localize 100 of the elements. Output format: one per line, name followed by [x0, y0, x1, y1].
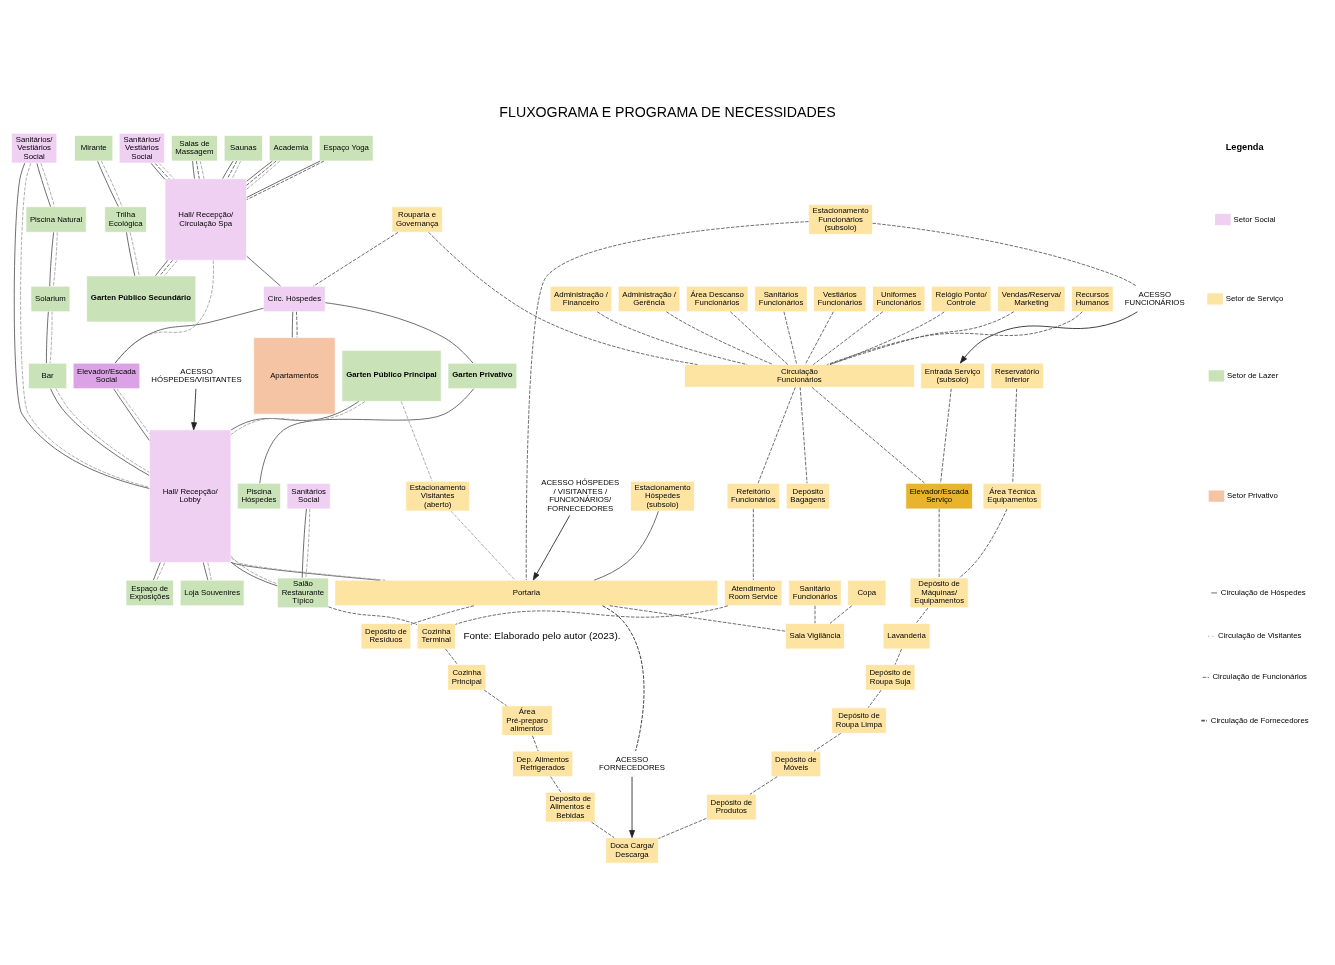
connector	[455, 604, 729, 625]
connector	[49, 310, 53, 363]
connector	[328, 605, 418, 625]
node-box: Circ. Hóspedes	[263, 285, 326, 312]
legend-label: Circulação de Fornecedores	[1210, 715, 1309, 725]
connector	[154, 162, 170, 179]
connector	[126, 231, 136, 276]
connector	[222, 160, 234, 179]
node-box: Piscina Natural	[25, 205, 87, 233]
connector	[230, 400, 360, 430]
node-box: Espaço Yoga	[318, 134, 374, 161]
node-box: Cozinha Principal	[447, 663, 487, 690]
legend-label: Setor de Lazer	[1227, 370, 1279, 380]
diagram-title: FLUXOGRAMA E PROGRAMA DE NECESSIDADES	[499, 103, 836, 120]
node-box: Depósito de Roupa Limpa	[831, 707, 887, 734]
connector	[894, 648, 902, 665]
connector	[199, 160, 205, 179]
connector	[52, 231, 58, 287]
node-box: Estacionamento Visitantes (aberto)	[405, 480, 470, 511]
node-box: Sala Vigilância	[785, 622, 845, 649]
connector	[129, 231, 140, 276]
node-box: Piscina Hóspedes	[236, 482, 281, 509]
connector	[550, 775, 562, 793]
connector	[227, 160, 238, 179]
node-box: Depósito de Móveis	[770, 750, 822, 777]
connector	[202, 561, 209, 580]
connector	[155, 259, 169, 276]
connector	[658, 817, 707, 839]
node-box: Depósito de Produtos	[706, 793, 757, 820]
connector	[591, 821, 615, 838]
arrow	[959, 310, 1138, 363]
node-box: Garten Público Secundário	[86, 275, 197, 322]
connector	[246, 255, 281, 286]
connector	[207, 561, 212, 580]
node-box: Salão Restaurante Típico	[277, 577, 329, 608]
connector	[410, 604, 475, 625]
node-box: Lavanderia	[882, 622, 931, 649]
node-box: Garten Público Principal	[341, 349, 442, 402]
node-box: Área Pré-preparo alimentos	[501, 704, 553, 736]
legend-label: Circulação de Visitantes	[1217, 630, 1302, 640]
connector	[867, 689, 882, 708]
connector	[40, 162, 55, 207]
legend-label: Setor Social	[1233, 214, 1276, 223]
connector	[872, 222, 1138, 287]
connector	[36, 162, 52, 207]
connector	[158, 162, 175, 179]
node-box: Hall/ Recepção/ Circulação Spa	[164, 177, 247, 261]
node-box: Solarium	[30, 285, 71, 312]
node-box: Área Descanso Funcionários	[685, 285, 749, 312]
node-box: Bar	[28, 362, 68, 389]
node-text: ACESSO HÓSPEDES/VISITANTES	[151, 366, 242, 384]
connector	[153, 561, 161, 580]
node-box: Cozinha Terminal	[416, 622, 456, 649]
connector	[783, 310, 798, 365]
node-box: Vestiários Funcionários	[813, 285, 867, 312]
connector	[301, 508, 307, 578]
connector	[49, 231, 55, 287]
node-box: Trilha Ecológica	[104, 205, 147, 233]
connector	[114, 259, 214, 363]
node-box: Estacionamento Funcionários (subsolo)	[808, 203, 873, 235]
connector	[195, 160, 200, 179]
connector	[259, 387, 475, 484]
node-box: Relógio Ponto/ Controle	[931, 285, 992, 312]
connector	[305, 508, 311, 578]
connector	[596, 310, 748, 365]
node-box: Depósito de Alimentos e Bebidas	[545, 791, 596, 822]
node-box: Sanitário Funcionários	[788, 579, 842, 606]
node-box: Depósito de Roupa Suja	[865, 663, 916, 690]
arrow	[532, 514, 571, 580]
node-box: Academia	[268, 134, 313, 161]
connector	[450, 510, 516, 580]
node-box: Mirante	[74, 134, 114, 161]
node-box: Espaço de Exposições	[125, 579, 174, 606]
connector	[230, 561, 278, 586]
legend-label: Circulação de Hóspedes	[1220, 587, 1306, 597]
node-box: Depósito de Resíduos	[360, 622, 412, 649]
connector	[532, 734, 539, 751]
node-box: Vendas/Reserva/ Marketing	[997, 285, 1066, 312]
connector	[811, 386, 926, 484]
connector	[400, 400, 433, 481]
connector	[428, 231, 698, 365]
node-box: Elevador/Escada Serviço	[905, 482, 973, 509]
connector	[113, 387, 150, 441]
connector	[749, 775, 778, 795]
node-box: Área Técnica Equipamentos	[982, 482, 1042, 509]
connector	[150, 162, 166, 180]
connector	[230, 561, 380, 581]
connector	[757, 386, 796, 484]
arrow	[191, 387, 197, 430]
node-box: Dep. Alimentos Refrigerados	[512, 750, 574, 777]
connector	[799, 386, 808, 484]
node-box: Entrada Serviço (subsolo)	[920, 362, 985, 389]
arrow	[629, 775, 635, 838]
node-box: Circulação Funcionários	[684, 363, 915, 388]
node-box: Hall/ Recepção/ Lobby	[149, 428, 232, 563]
label: Legenda	[1225, 141, 1264, 152]
connector	[602, 604, 645, 751]
legend-label: Setor de Serviço	[1225, 293, 1284, 303]
node-box: Administração / Financeiro	[549, 285, 613, 312]
connector	[313, 231, 399, 287]
